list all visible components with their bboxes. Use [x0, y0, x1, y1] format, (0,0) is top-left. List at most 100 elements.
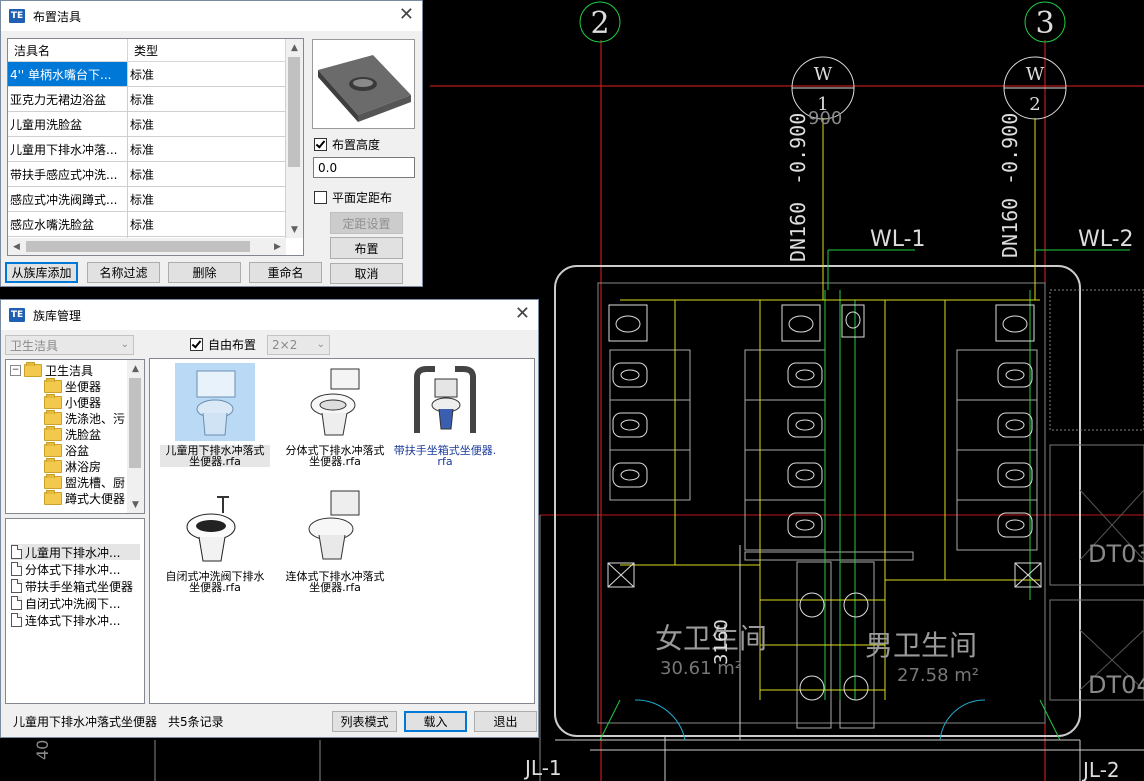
- family-file-item[interactable]: 儿童用下排水冲...: [11, 544, 140, 560]
- thumbnail-caption-line2: 坐便器.rfa: [189, 581, 241, 594]
- fixture-row[interactable]: 儿童用洗脸盆标准: [8, 111, 286, 137]
- load-button[interactable]: 载入: [404, 711, 467, 732]
- place-dialog-title: 布置洁具: [33, 9, 82, 24]
- pipe-size-label-1: DN160: [786, 202, 810, 262]
- grid-label-3: 3: [1035, 6, 1054, 41]
- checkbox-checked-icon: [190, 338, 203, 351]
- list-mode-button[interactable]: 列表模式: [332, 711, 397, 732]
- tree-item-label: 盥洗槽、厨: [65, 475, 126, 490]
- scroll-thumb-v[interactable]: [129, 378, 141, 468]
- family-file-list[interactable]: 儿童用下排水冲... 分体式下排水冲... 带扶手坐箱式坐便器自闭式冲洗阀下...连…: [5, 518, 145, 704]
- tree-item[interactable]: 坐便器: [44, 377, 101, 394]
- family-thumbnail[interactable]: 带扶手坐箱式坐便器.rfa: [390, 363, 500, 467]
- cancel-button[interactable]: 取消: [330, 263, 403, 284]
- delete-button[interactable]: 删除: [168, 262, 241, 283]
- chevron-down-icon: ⌄: [316, 339, 325, 350]
- tree-item-label: 洗脸盆: [65, 427, 102, 442]
- squat-toilet-bowl: [620, 469, 640, 481]
- file-icon: [11, 562, 22, 576]
- column-header-type[interactable]: 类型: [127, 39, 286, 62]
- close-icon[interactable]: ✕: [398, 4, 414, 25]
- tree-item[interactable]: 淋浴房: [44, 457, 101, 474]
- scroll-down-icon[interactable]: ▼: [132, 499, 139, 510]
- scroll-thumb-v[interactable]: [288, 57, 300, 167]
- family-file-item[interactable]: 带扶手坐箱式坐便器: [11, 578, 133, 594]
- distance-settings-button[interactable]: 定距设置: [330, 212, 403, 234]
- tree-item[interactable]: 浴盆: [44, 441, 89, 458]
- family-thumbnail[interactable]: 分体式下排水冲落式坐便器.rfa: [280, 363, 390, 467]
- tree-item[interactable]: 蹲式大便器: [44, 489, 125, 506]
- tree-item-label: 洗涤池、污: [65, 411, 126, 426]
- tree-item[interactable]: 洗脸盆: [44, 425, 102, 442]
- fixture-row-name: 儿童用洗脸盆: [8, 111, 128, 137]
- category-combo[interactable]: 卫生洁具 ⌄: [5, 335, 134, 355]
- room-name-female: 女卫生间: [655, 622, 767, 655]
- grid-size-combo[interactable]: 2×2 ⌄: [267, 335, 330, 355]
- family-thumbnail[interactable]: 连体式下排水冲落式坐便器.rfa: [280, 489, 390, 593]
- place-height-checkbox[interactable]: 布置高度: [314, 136, 380, 153]
- thumbnail-caption-line2: 坐便器.rfa: [309, 581, 361, 594]
- fixture-row-name: 亚克力无裙边浴盆: [8, 86, 128, 112]
- folder-icon: [44, 457, 62, 473]
- scroll-left-icon[interactable]: ◀: [13, 241, 20, 252]
- tree-vscroll[interactable]: ▲ ▼: [127, 360, 144, 513]
- w-tag-2-top: W: [1026, 64, 1045, 85]
- scroll-right-icon[interactable]: ▶: [274, 241, 281, 252]
- tree-root-label: 卫生洁具: [45, 363, 94, 378]
- family-file-label: 分体式下排水冲...: [25, 562, 121, 577]
- close-icon[interactable]: ✕: [514, 303, 530, 324]
- squat-toilet-bowl: [1005, 369, 1025, 381]
- family-file-item[interactable]: 分体式下排水冲...: [11, 561, 120, 577]
- squat-toilet-bowl: [1005, 469, 1025, 481]
- tree-item[interactable]: 洗涤池、污: [44, 409, 126, 426]
- file-icon: [11, 545, 22, 559]
- fixture-row[interactable]: 感应式冲洗阀蹲式...标准: [8, 186, 286, 212]
- fixture-row[interactable]: 儿童用下排水冲落...标准: [8, 136, 286, 162]
- chevron-down-icon: ⌄: [120, 339, 129, 350]
- file-icon: [11, 613, 22, 627]
- family-dialog-titlebar[interactable]: TE 族库管理 ✕: [1, 300, 538, 330]
- fixture-row-type: 标准: [127, 136, 286, 162]
- scroll-up-icon[interactable]: ▲: [291, 42, 298, 53]
- column-header-name[interactable]: 洁具名: [8, 39, 128, 62]
- category-tree[interactable]: − 卫生洁具坐便器小便器洗涤池、污洗脸盆浴盆淋浴房盥洗槽、厨蹲式大便器 ▲ ▼: [5, 359, 145, 514]
- fixture-list-hscroll[interactable]: ◀ ▶: [8, 238, 286, 255]
- fixture-row[interactable]: 4'' 单柄水嘴台下...标准: [8, 61, 286, 87]
- rename-button[interactable]: 重命名: [249, 262, 322, 283]
- basin-symbol: [843, 675, 869, 701]
- fixture-list[interactable]: 洁具名 类型 4'' 单柄水嘴台下...标准亚克力无裙边浴盆标准儿童用洗脸盆标准…: [7, 38, 304, 256]
- app-logo-icon: TE: [9, 308, 25, 322]
- tree-root-sanitary[interactable]: − 卫生洁具: [10, 361, 94, 378]
- fixture-preview: [312, 39, 415, 129]
- tree-item[interactable]: 盥洗槽、厨: [44, 473, 126, 490]
- collapse-icon[interactable]: −: [10, 364, 21, 376]
- family-file-item[interactable]: 自闭式冲洗阀下...: [11, 595, 120, 611]
- scroll-thumb-h[interactable]: [26, 241, 250, 252]
- fixture-row-type: 标准: [127, 61, 286, 87]
- scroll-down-icon[interactable]: ▼: [291, 224, 298, 235]
- fixture-row-name: 儿童用下排水冲落...: [8, 136, 128, 162]
- place-button[interactable]: 布置: [330, 237, 403, 259]
- family-file-label: 带扶手坐箱式坐便器: [25, 579, 134, 594]
- family-file-item[interactable]: 连体式下排水冲...: [11, 612, 120, 628]
- free-place-checkbox[interactable]: 自由布置: [190, 336, 256, 353]
- tree-item[interactable]: 小便器: [44, 393, 101, 410]
- fixture-row[interactable]: 带扶手感应式冲洗...标准: [8, 161, 286, 187]
- family-thumbnail[interactable]: 儿童用下排水冲落式坐便器.rfa: [160, 363, 270, 467]
- fixture-row[interactable]: 感应水嘴洗脸盆标准: [8, 211, 286, 237]
- exit-button[interactable]: 退出: [474, 711, 537, 732]
- family-thumbnail[interactable]: 自闭式冲洗阀下排水坐便器.rfa: [160, 489, 270, 593]
- place-dialog-titlebar[interactable]: TE 布置洁具 ✕: [1, 1, 422, 31]
- squat-toilet-symbol: [612, 412, 648, 438]
- scroll-up-icon[interactable]: ▲: [132, 363, 139, 374]
- name-filter-button[interactable]: 名称过滤: [87, 262, 160, 283]
- add-from-library-button[interactable]: 从族库添加: [5, 262, 78, 283]
- basin-preview-icon: [318, 55, 411, 122]
- squat-toilet-bowl: [795, 469, 815, 481]
- plane-distance-checkbox[interactable]: 平面定距布: [314, 189, 392, 206]
- height-input[interactable]: 0.0: [313, 157, 415, 178]
- fixture-list-vscroll[interactable]: ▲ ▼: [286, 39, 303, 238]
- fixture-row[interactable]: 亚克力无裙边浴盆标准: [8, 86, 286, 112]
